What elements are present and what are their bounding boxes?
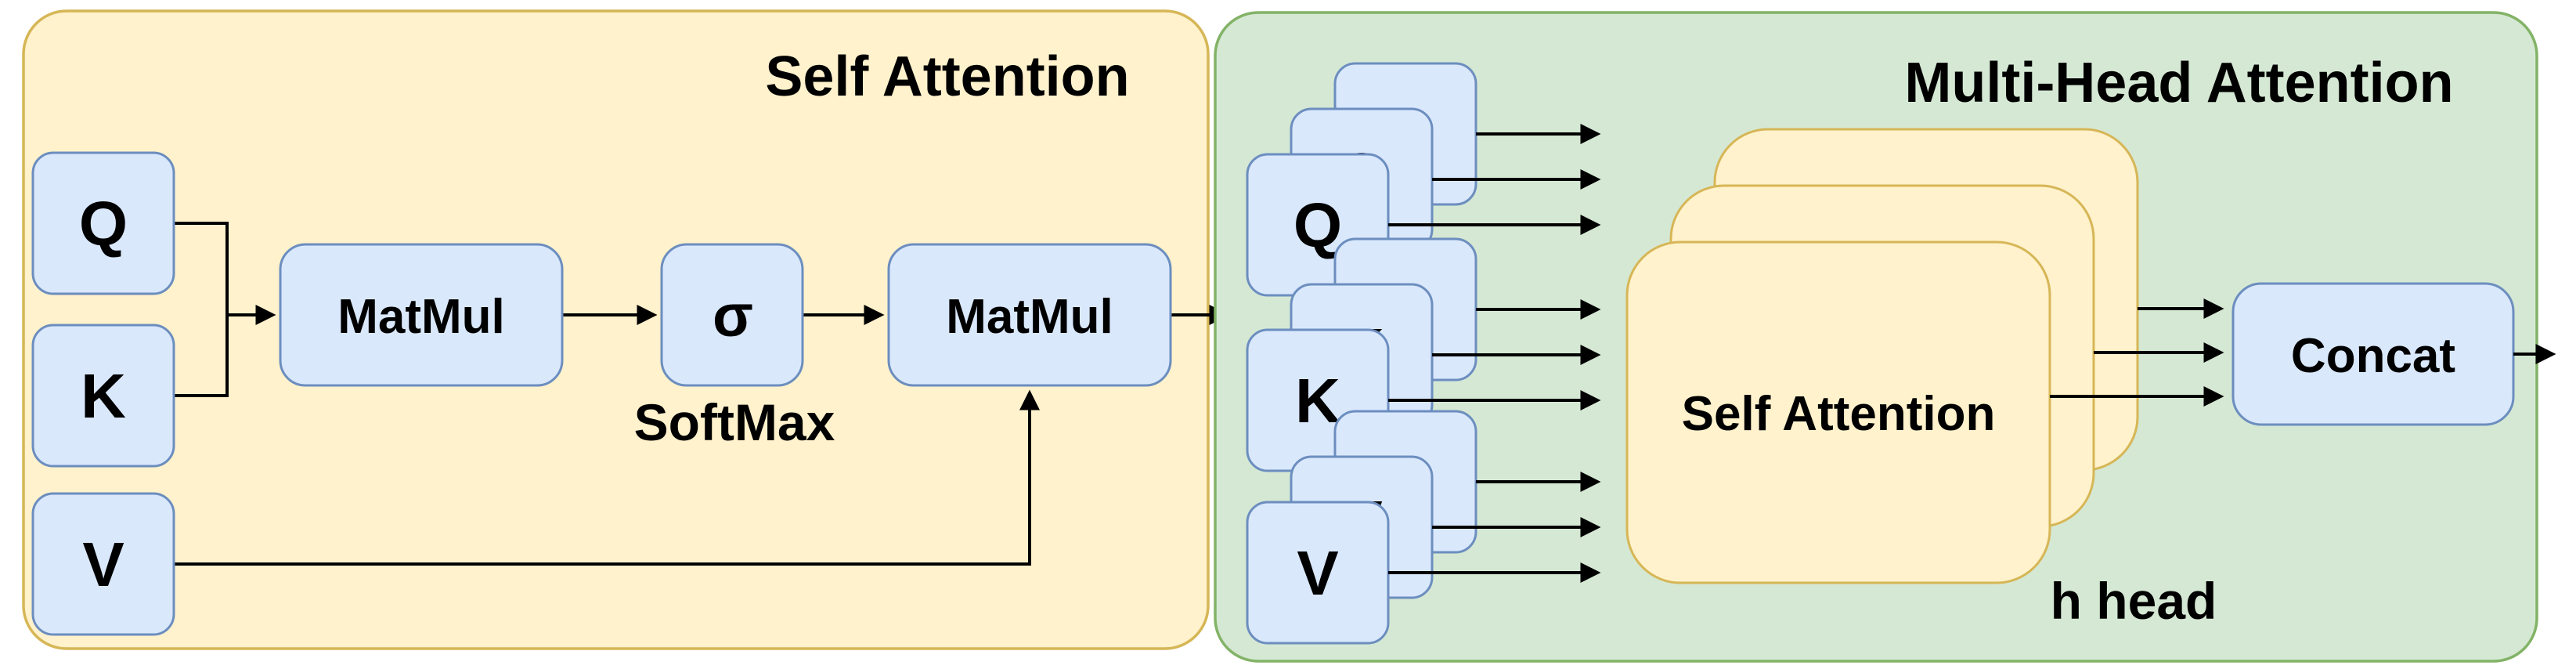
- k-stack: K K: [1246, 237, 1477, 472]
- qk-merge-connector: [174, 222, 229, 397]
- v-stack-label: V: [1297, 538, 1338, 608]
- q-box-rect: [31, 151, 175, 295]
- v-box-rect: [31, 492, 175, 636]
- concat-input-arrows: [2050, 298, 2224, 407]
- matmul2-label: MatMul: [946, 290, 1113, 344]
- q-label: Q: [79, 189, 128, 259]
- multi-head-attention-panel: Multi-Head Attention Q Q K K V V: [1214, 11, 2556, 663]
- k-stack-label: K: [1295, 366, 1340, 436]
- self-attention-title: Self Attention: [765, 45, 1129, 108]
- matmul1-label: MatMul: [337, 290, 505, 344]
- concat-node: Concat: [2231, 282, 2515, 426]
- self-attention-block-label: Self Attention: [1682, 387, 1996, 441]
- v-input-box: V: [31, 492, 175, 636]
- softmax-node: σ SoftMax: [634, 243, 835, 451]
- matmul1-rect: [279, 243, 564, 387]
- sigma-rect: [660, 243, 804, 387]
- q-stack-label: Q: [1293, 190, 1342, 260]
- concat-label: Concat: [2291, 329, 2455, 383]
- head-input-arrows: [1388, 124, 1601, 583]
- self-attention-head-stack: Self Attention: [1625, 128, 2139, 584]
- matmul2-node: MatMul: [887, 243, 1172, 387]
- matmul1-node: MatMul: [279, 243, 564, 387]
- head-front-rect: [1625, 240, 2051, 584]
- v-label: V: [82, 530, 124, 599]
- self-attention-panel: Self Attention Q K V MatMul σ SoftMa: [22, 9, 1230, 650]
- softmax-caption: SoftMax: [634, 393, 835, 451]
- k-input-box: K: [31, 324, 175, 468]
- k-box-rect: [31, 324, 175, 468]
- h-head-caption: h head: [2051, 572, 2217, 630]
- v-to-matmul2-arrow: [174, 389, 1040, 566]
- k-label: K: [81, 361, 126, 431]
- v-stack: V V: [1246, 410, 1477, 645]
- q-input-box: Q: [31, 151, 175, 295]
- matmul2-rect: [887, 243, 1172, 387]
- self-attention-panel-background: [22, 9, 1210, 650]
- multi-head-attention-title: Multi-Head Attention: [1904, 52, 2453, 114]
- sigma-label: σ: [713, 283, 753, 349]
